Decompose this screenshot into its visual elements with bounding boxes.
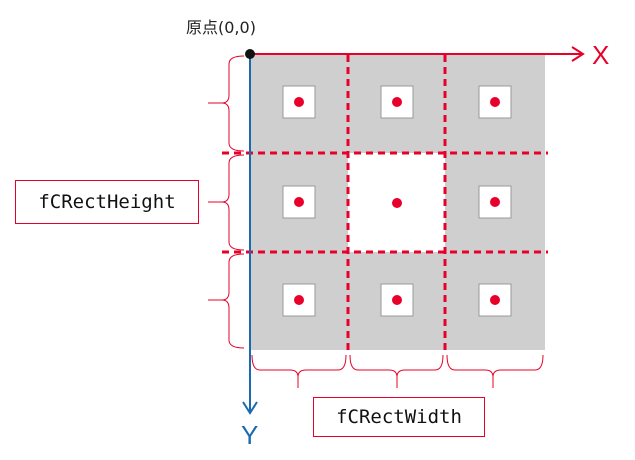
x-axis-label: X <box>592 40 610 70</box>
origin-point <box>245 49 255 59</box>
cell-center-dot <box>294 97 304 107</box>
grid-dividers <box>222 55 548 350</box>
cell-center-dot <box>294 197 304 207</box>
width-param-label: fCRectWidth <box>336 406 462 428</box>
x-axis-arrowhead <box>571 46 585 62</box>
cell-markers <box>282 85 512 317</box>
row-brace <box>221 253 245 349</box>
rect-grid <box>222 55 548 350</box>
y-axis <box>242 54 258 415</box>
height-param-label: fCRectHeight <box>38 191 176 213</box>
x-axis <box>250 46 585 62</box>
cell-center-dot <box>490 295 500 305</box>
y-axis-arrowhead <box>242 401 258 415</box>
height-param-box: fCRectHeight <box>15 180 199 224</box>
cell-center-dot <box>392 295 402 305</box>
row-brace <box>221 55 245 152</box>
cell-center-dot <box>294 295 304 305</box>
row-brace <box>221 154 245 251</box>
cell-center-dot <box>392 97 402 107</box>
column-brace <box>251 354 347 378</box>
cell-center-dot <box>490 197 500 207</box>
cell-center-dot <box>392 198 402 208</box>
y-axis-label: Y <box>241 420 259 450</box>
column-brace <box>349 354 444 378</box>
row-height-braces <box>208 55 245 349</box>
cell-square <box>282 85 316 119</box>
column-width-braces <box>251 354 544 388</box>
origin-label: 原点(0,0) <box>186 18 256 37</box>
width-param-box: fCRectWidth <box>313 397 485 437</box>
column-brace <box>446 354 544 378</box>
cell-center-dot <box>490 97 500 107</box>
